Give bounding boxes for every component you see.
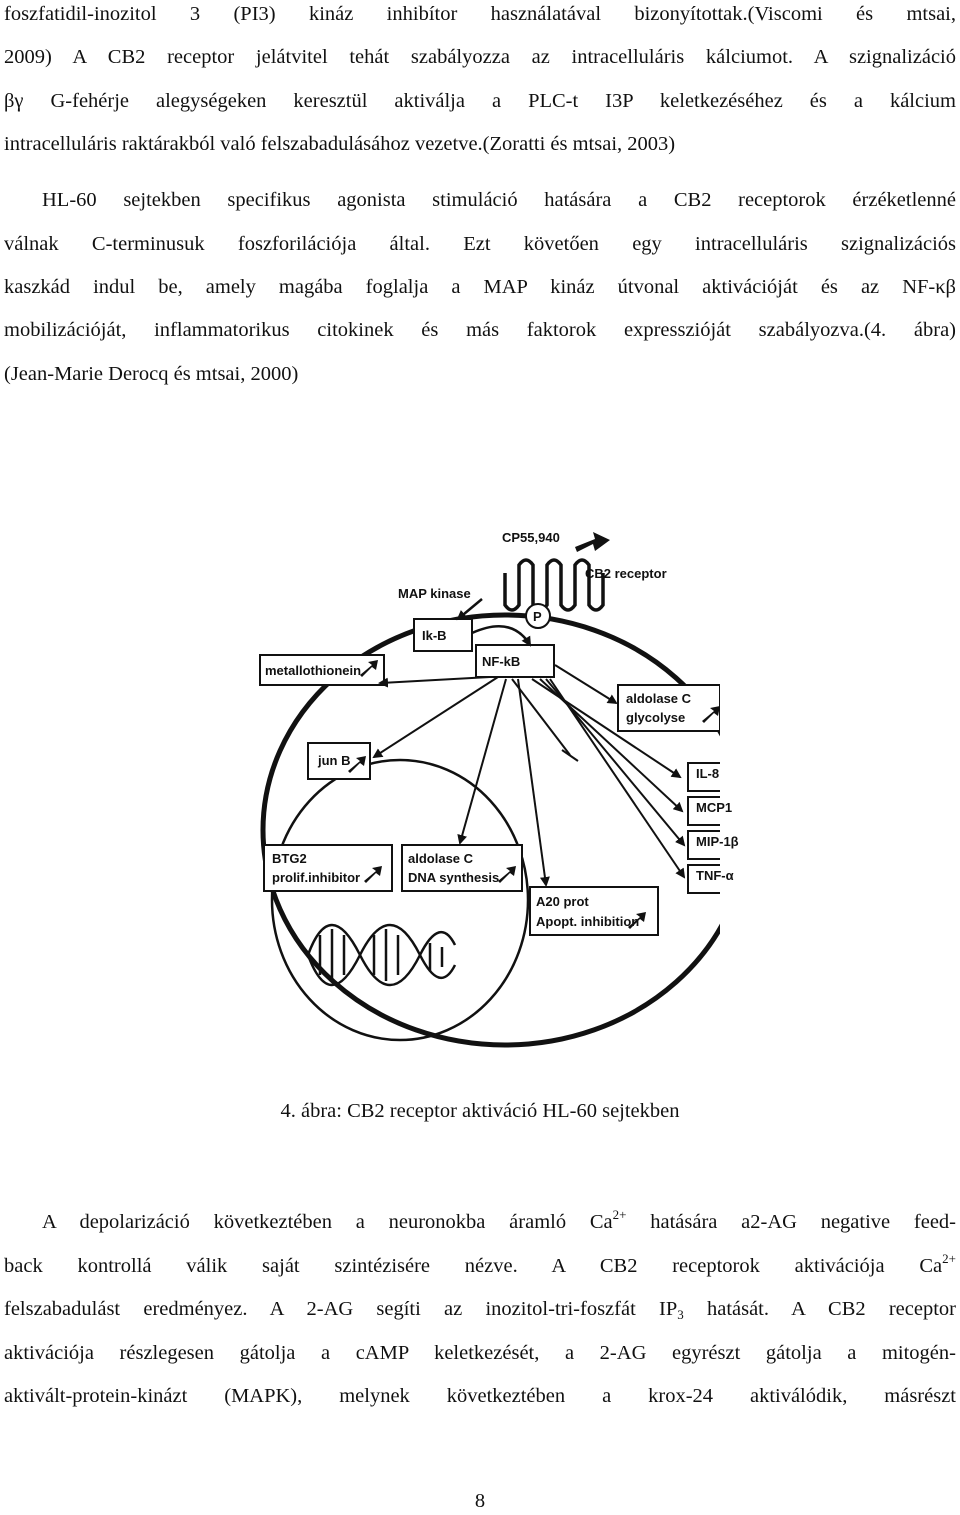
box-nf-kb	[475, 644, 555, 678]
text-line: aktivált-protein-kinázt (MAPK), melynek …	[4, 1385, 956, 1407]
text-line: aktivációja részlegesen gátolja a cAMP k…	[4, 1342, 956, 1364]
label-map-kinase: MAP kinase	[398, 586, 471, 601]
label-tnfa: TNF-α	[696, 868, 734, 883]
label-mcp1: MCP1	[696, 800, 733, 815]
label-p: P	[533, 609, 542, 624]
signaling-diagram: CP55,940 CB2 receptor MAP kinase P Ik-B …	[259, 530, 771, 1048]
text-line: kaszkád indul be, amely magába foglalja …	[4, 276, 956, 298]
label-aldolase-dna-1: aldolase C	[408, 851, 474, 866]
label-btg2-2: prolif.inhibitor	[272, 870, 360, 885]
dna-helix-icon	[306, 923, 457, 987]
label-nf-kb: NF-kB	[482, 654, 520, 669]
label-mip1b: MIP-1β	[696, 834, 739, 849]
text-line: felszabadulást eredményez. A 2-AG segíti…	[4, 1298, 956, 1322]
box-jun-b	[307, 742, 371, 780]
cb2-receptor-shape	[503, 558, 605, 612]
label-ik-b: Ik-B	[422, 628, 447, 643]
text-line: mobilizációját, inflammatorikus citokine…	[4, 319, 956, 341]
phospho-circle	[525, 603, 551, 629]
text-line: intracelluláris raktárakból való felszab…	[4, 133, 676, 155]
ligand-arrow-icon	[575, 532, 610, 552]
label-cb2-receptor: CB2 receptor	[585, 566, 667, 581]
text-line: válnak C-terminusuk foszforilációja álta…	[4, 233, 956, 255]
box-ik-b	[413, 618, 473, 652]
label-a20-1: A20 prot	[536, 894, 589, 909]
text-line: foszfatidil-inozitol 3 (PI3) kináz inhib…	[4, 3, 956, 25]
box-aldolase-dna	[401, 844, 523, 892]
page-number: 8	[474, 1490, 486, 1512]
label-cp55940: CP55,940	[502, 530, 560, 545]
box-metallothionein	[259, 654, 385, 686]
figure-caption: 4. ábra: CB2 receptor aktiváció HL-60 se…	[280, 1100, 680, 1122]
label-il8: IL-8	[696, 766, 720, 781]
text-line: βγ G-fehérje alegységeken keresztül akti…	[4, 90, 956, 112]
text-line: HL-60 sejtekben specifikus agonista stim…	[42, 189, 956, 211]
text-line: (Jean-Marie Derocq és mtsai, 2000)	[4, 363, 299, 385]
label-jun-b: jun B	[317, 753, 351, 768]
text-line: A depolarizáció következtében a neuronok…	[42, 1207, 956, 1233]
text-line: back kontrollá válik saját szintézisére …	[4, 1251, 956, 1277]
label-aldolase-dna-2: DNA synthesis	[408, 870, 499, 885]
box-a20	[529, 886, 659, 936]
text-line: 2009) A CB2 receptor jelátvitel tehát sz…	[4, 46, 956, 68]
label-aldolase-glycolyse-1: aldolase C	[626, 691, 692, 706]
figure-cb2-signaling: CP55,940 CB2 receptor MAP kinase P Ik-B …	[250, 515, 771, 1085]
upregulation-arrow-icons	[348, 660, 720, 929]
box-btg2	[263, 844, 393, 892]
label-btg2-1: BTG2	[272, 851, 307, 866]
nucleus	[270, 758, 530, 1042]
label-aldolase-glycolyse-2: glycolyse	[626, 710, 685, 725]
label-a20-2: Apopt. inhibition	[536, 914, 639, 929]
label-metallothionein: metallothionein	[265, 663, 361, 678]
